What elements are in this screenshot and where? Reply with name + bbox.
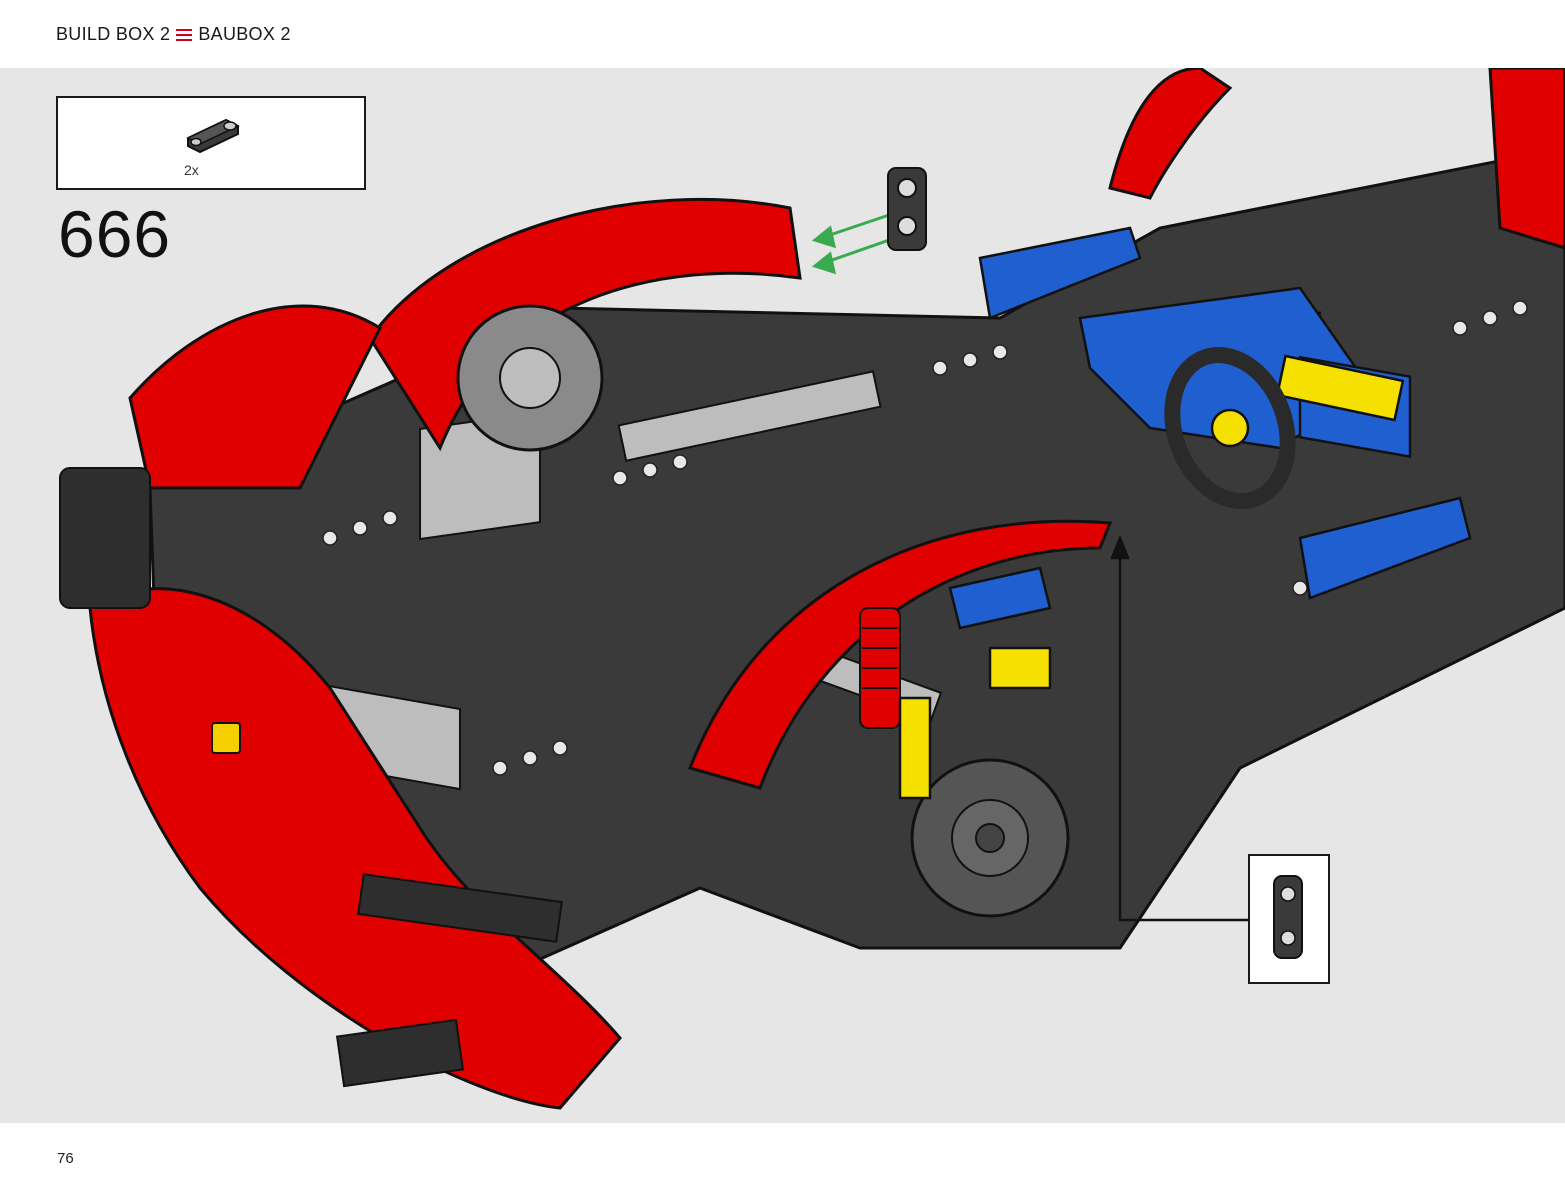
triple-bar-icon xyxy=(176,28,193,42)
build-box-title: BUILD BOX 2 BAUBOX 2 xyxy=(56,24,291,45)
page-footer: 76 xyxy=(0,1123,1565,1191)
part-quantity: 2x xyxy=(184,162,199,178)
page-number: 76 xyxy=(57,1150,74,1167)
red-front-body xyxy=(88,587,622,1110)
insert-arrows xyxy=(811,211,896,275)
callout-box xyxy=(1248,854,1330,984)
step-number: 666 xyxy=(58,197,172,271)
shock-absorber xyxy=(859,607,901,729)
red-rear-upright xyxy=(1488,68,1565,250)
instruction-canvas: 2x 666 xyxy=(0,68,1565,1123)
technic-connector-icon xyxy=(1273,875,1303,959)
red-inner-arch xyxy=(688,519,1113,790)
build-box-label-en: BUILD BOX 2 xyxy=(56,24,171,44)
yellow-parts xyxy=(898,354,1405,800)
black-lower-panels xyxy=(59,467,563,1088)
page-header: BUILD BOX 2 BAUBOX 2 xyxy=(0,0,1565,68)
build-box-label-de: BAUBOX 2 xyxy=(198,24,291,44)
floating-connectors xyxy=(887,167,927,251)
model-assembly-illustration xyxy=(59,68,1565,1110)
gear-ring xyxy=(1164,347,1296,509)
shield-badge-icon xyxy=(211,722,241,754)
red-rear-wing xyxy=(1108,68,1233,200)
technic-connector-icon xyxy=(186,118,240,154)
parts-list-box: 2x xyxy=(56,96,366,190)
callout-leader xyxy=(1110,534,1248,922)
red-side-panel xyxy=(128,304,382,490)
